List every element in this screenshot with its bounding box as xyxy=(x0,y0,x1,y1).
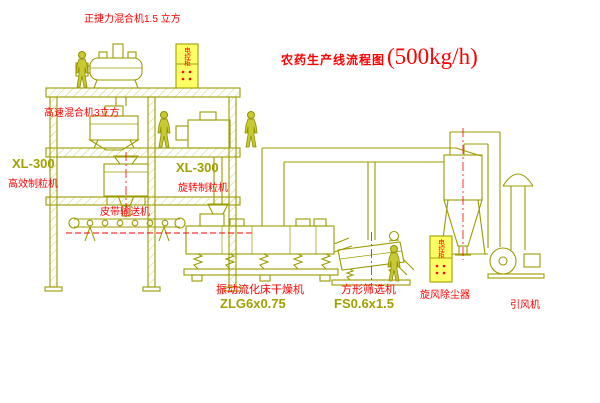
title-capacity: (500kg/h) xyxy=(387,44,478,69)
label-cabinet-right: 电控柜 xyxy=(436,239,444,259)
label-top-mixer: 正捷力混合机1.5 立方 xyxy=(84,14,181,25)
cabinet-indicator-dots xyxy=(181,70,446,275)
diagram-title: 农药生产线流程图 (500kg/h) xyxy=(281,44,478,70)
title-text: 农药生产线流程图 xyxy=(281,53,386,67)
control-cabinet-top xyxy=(175,43,199,89)
person-figure xyxy=(75,51,89,88)
label-granulator-left: 高效制粒机 xyxy=(8,179,58,190)
fluid-bed-dryer xyxy=(183,213,353,282)
label-fan: 引风机 xyxy=(510,300,540,311)
control-cabinet-right xyxy=(429,235,453,283)
label-granulator-center-model: XL-300 xyxy=(176,160,219,175)
building-frame xyxy=(44,87,242,292)
person-figure xyxy=(244,111,258,148)
label-sieve: 方形筛选机 xyxy=(341,284,396,296)
label-cabinet-top: 电控柜 xyxy=(182,47,190,67)
granulator-center-drawing xyxy=(175,111,231,215)
square-sieve xyxy=(331,230,415,286)
centerlines xyxy=(66,128,464,286)
label-belt-conveyor: 皮带输送机 xyxy=(100,207,150,218)
high-speed-mixer xyxy=(88,97,140,151)
label-granulator-left-model: XL-300 xyxy=(12,156,55,171)
person-figure xyxy=(157,111,171,148)
label-cyclone: 旋风除尘器 xyxy=(420,290,470,301)
label-dryer-model: ZLG6x0.75 xyxy=(220,296,286,311)
label-dryer: 振动流化床干燥机 xyxy=(216,284,304,296)
belt-conveyor-drawing xyxy=(68,217,186,242)
person-figure xyxy=(387,245,401,282)
exhaust-stack xyxy=(502,173,534,250)
label-sieve-model: FS0.6x1.5 xyxy=(334,296,394,311)
induced-draft-fan xyxy=(487,247,545,279)
label-granulator-center: 旋转制粒机 xyxy=(178,183,228,194)
label-high-speed-mixer: 高速混合机3立方 xyxy=(44,108,120,119)
